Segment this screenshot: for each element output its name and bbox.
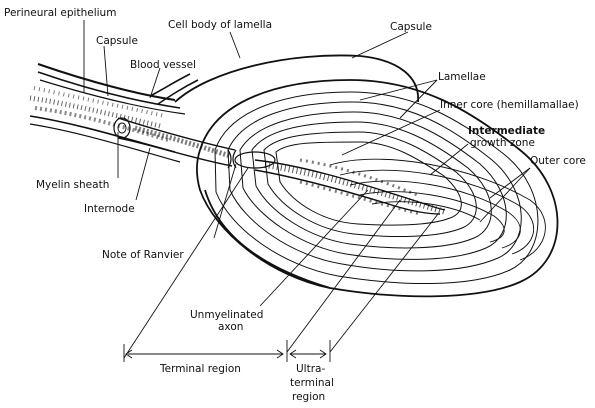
label-capsule-left: Capsule [96, 35, 138, 47]
nerve-fiber [30, 64, 275, 168]
label-lamellae: Lamellae [438, 71, 486, 83]
label-cell-body-of-lamella: Cell body of lamella [168, 19, 272, 31]
label-myelin-sheath: Myelin sheath [36, 179, 109, 191]
label-node-of-ranvier: Note of Ranvier [102, 249, 184, 261]
label-blood-vessel: Blood vessel [130, 59, 196, 71]
label-ultra-terminal-line3: region [292, 391, 325, 403]
labels: Perineural epithelium Capsule Blood vess… [4, 7, 586, 403]
label-outer-core: Outer core [530, 155, 586, 167]
label-unmyelinated-axon-line2: axon [218, 321, 243, 333]
label-inner-core: Inner core (hemillamallae) [440, 99, 579, 111]
region-brackets [124, 340, 330, 362]
label-internode: Internode [84, 203, 135, 215]
label-intermediate-growth-zone-line1: Intermediate [468, 125, 545, 137]
label-ultra-terminal-line1: Ultra- [296, 363, 325, 375]
label-perineural-epithelium: Perineural epithelium [4, 7, 116, 19]
label-capsule-right: Capsule [390, 21, 432, 33]
label-intermediate-growth-zone-line2: growth zone [470, 137, 535, 149]
label-ultra-terminal-line2: terminal [290, 377, 334, 389]
label-terminal-region: Terminal region [159, 363, 241, 375]
label-unmyelinated-axon-line1: Unmyelinated [190, 309, 263, 321]
